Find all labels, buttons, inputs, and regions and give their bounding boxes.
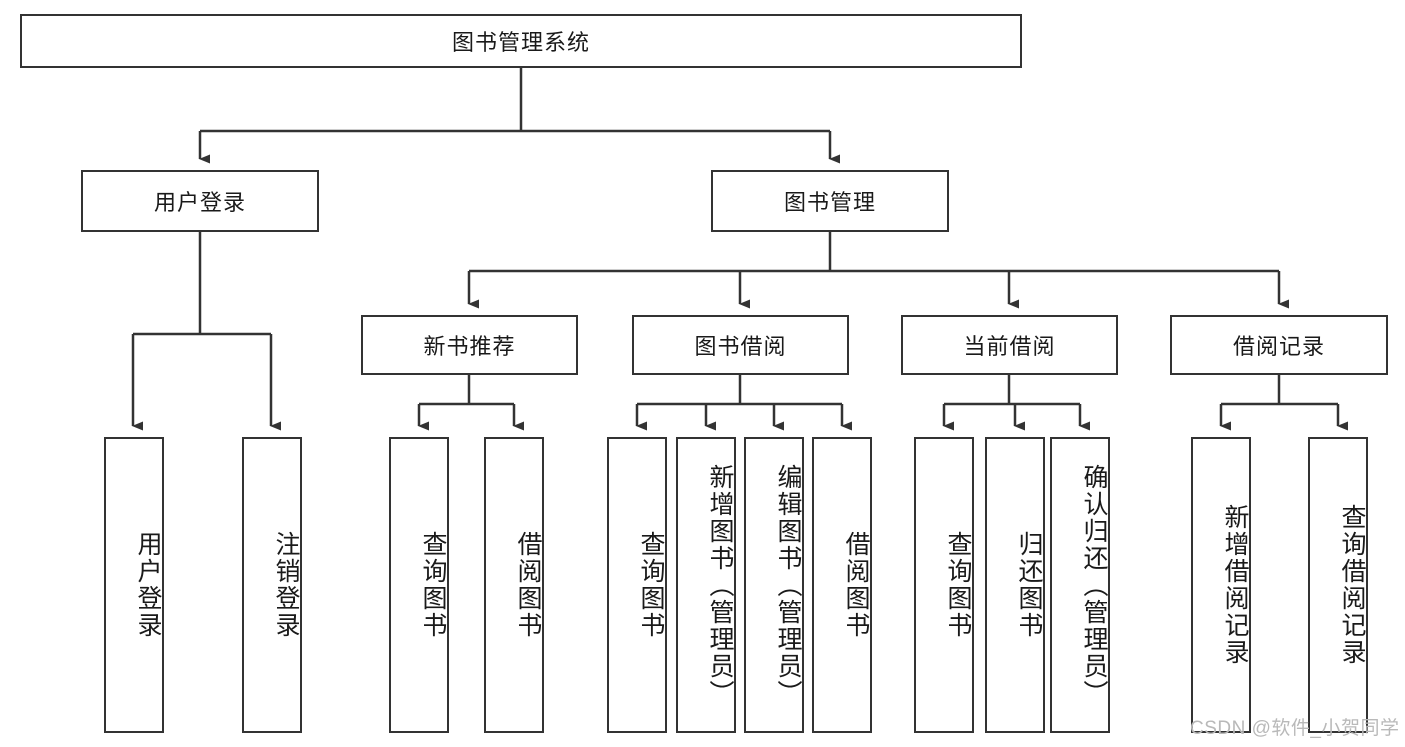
node-new-book-recommend[interactable]: 新书推荐 [361,315,578,375]
node-root[interactable]: 图书管理系统 [20,14,1022,68]
node-book-manage[interactable]: 图书管理 [711,170,949,232]
node-leaf-add-book[interactable]: 新增图书（管理员） [676,437,736,733]
node-user-login[interactable]: 用户登录 [81,170,319,232]
node-book-borrow[interactable]: 图书借阅 [632,315,849,375]
node-current-borrow[interactable]: 当前借阅 [901,315,1118,375]
node-leaf-user-login[interactable]: 用户登录 [104,437,164,733]
node-leaf-query-book-2[interactable]: 查询图书 [607,437,667,733]
node-leaf-add-record[interactable]: 新增借阅记录 [1191,437,1251,733]
node-leaf-logout[interactable]: 注销登录 [242,437,302,733]
node-leaf-query-book-1[interactable]: 查询图书 [389,437,449,733]
node-leaf-return-book[interactable]: 归还图书 [985,437,1045,733]
node-borrow-record[interactable]: 借阅记录 [1170,315,1388,375]
node-leaf-query-record[interactable]: 查询借阅记录 [1308,437,1368,733]
node-leaf-edit-book[interactable]: 编辑图书（管理员） [744,437,804,733]
csdn-watermark: CSDN @软件_小贺同学 [1190,718,1400,739]
node-leaf-query-book-3[interactable]: 查询图书 [914,437,974,733]
node-leaf-borrow-book-1[interactable]: 借阅图书 [484,437,544,733]
node-leaf-borrow-book-2[interactable]: 借阅图书 [812,437,872,733]
node-leaf-confirm-return[interactable]: 确认归还（管理员） [1050,437,1110,733]
